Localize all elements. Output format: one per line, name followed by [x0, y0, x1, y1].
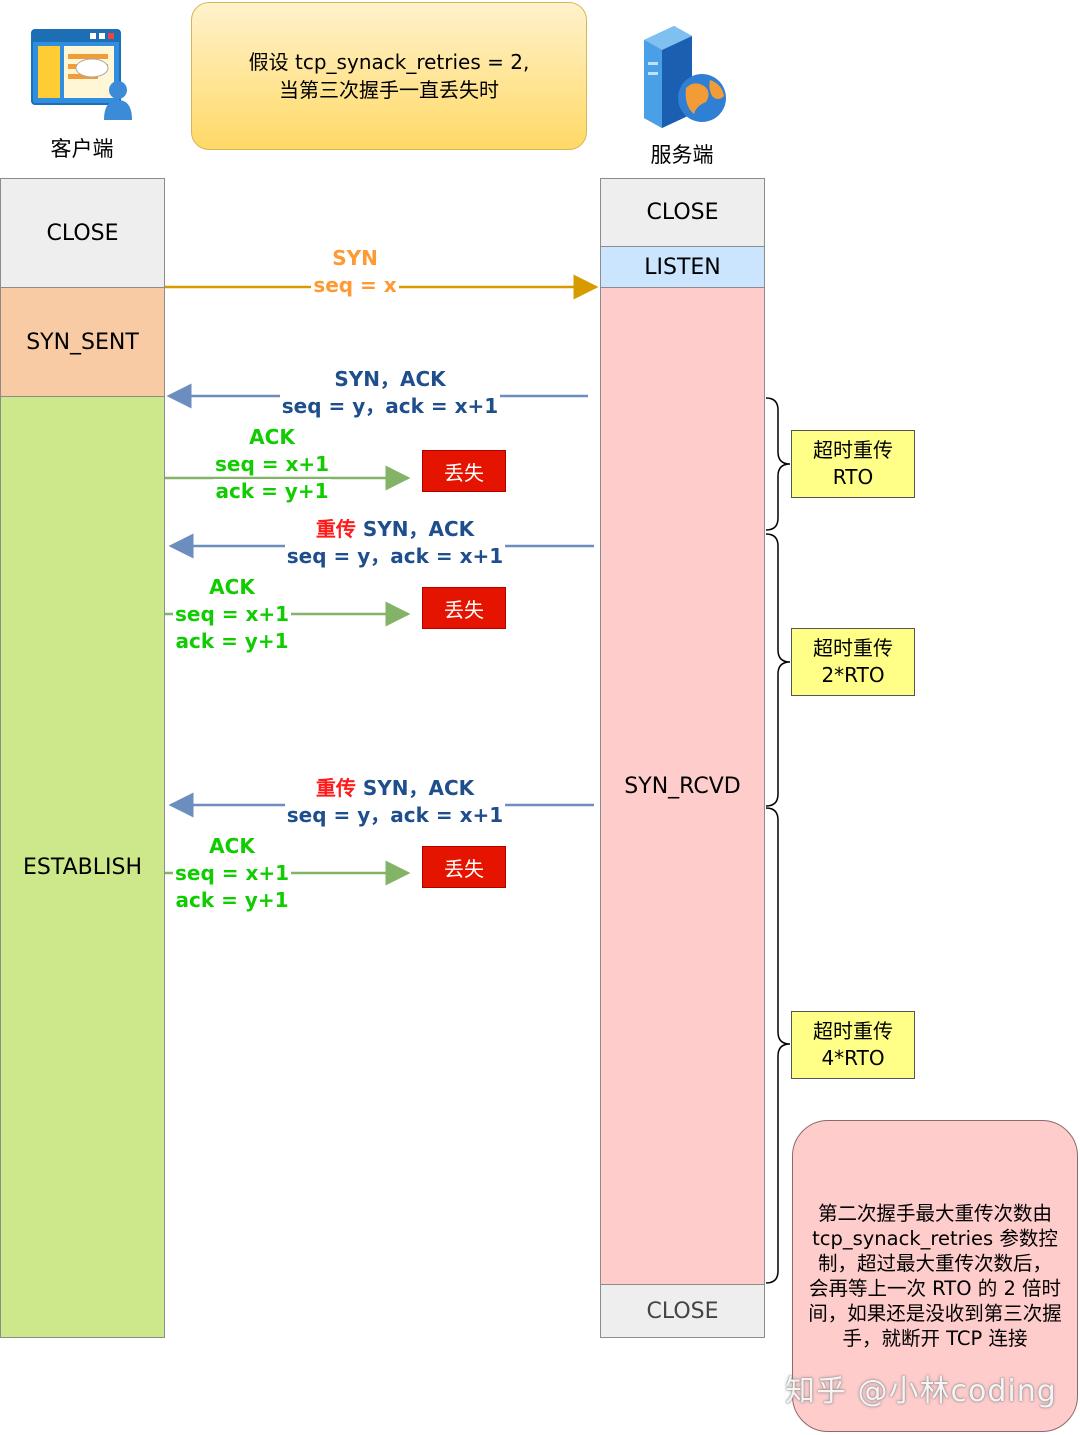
server-state-syn-rcvd: SYN_RCVD	[600, 287, 765, 1285]
retrans2-label-line1: SYN，ACK	[355, 776, 475, 800]
server-icon	[634, 22, 730, 130]
syn-label: SYN seq = x	[280, 245, 430, 299]
ack2-label: ACK seq = x+1 ack = y+1	[157, 574, 307, 655]
assumption-note: 假设 tcp_synack_retries = 2, 当第三次握手一直丢失时	[191, 2, 587, 150]
assumption-line1: 假设 tcp_synack_retries = 2,	[248, 50, 530, 74]
synack-label: SYN，ACK seq = y，ack = x+1	[270, 366, 510, 420]
ack3-label-line1: ACK	[209, 834, 255, 858]
retrans2-prefix: 重传	[315, 776, 356, 800]
summary-line2: tcp_synack_retries 参数控	[812, 1227, 1058, 1250]
timeout-box-rto: 超时重传 RTO	[791, 430, 915, 498]
timeout-rto-line1: 超时重传	[813, 438, 893, 462]
ack1-label: ACK seq = x+1 ack = y+1	[197, 424, 347, 505]
brace-rto	[765, 397, 791, 531]
timeout-4rto-line1: 超时重传	[813, 1019, 893, 1043]
summary-line3: 制，超过最大重传次数后，	[817, 1252, 1052, 1275]
ack2-label-line1: ACK	[209, 575, 255, 599]
synack-label-line1: SYN，ACK	[334, 367, 446, 391]
timeout-box-2rto: 超时重传 2*RTO	[791, 628, 915, 696]
ack1-label-line3: ack = y+1	[213, 479, 331, 503]
lost-badge-2: 丢失	[422, 587, 506, 629]
brace-4rto	[765, 807, 791, 1284]
summary-line5: 间，如果还是没收到第三次握	[808, 1302, 1062, 1325]
syn-label-line2: seq = x	[311, 273, 399, 297]
retrans1-label: 重传 SYN，ACK seq = y，ack = x+1	[275, 516, 515, 570]
retrans1-label-line2: seq = y，ack = x+1	[284, 544, 506, 568]
client-label: 客户端	[50, 137, 114, 161]
ack2-label-line2: seq = x+1	[172, 602, 292, 626]
synack-label-line2: seq = y，ack = x+1	[279, 394, 501, 418]
timeout-rto-line2: RTO	[832, 465, 874, 489]
ack3-label: ACK seq = x+1 ack = y+1	[157, 833, 307, 914]
retrans1-label-line1: SYN，ACK	[355, 517, 475, 541]
retrans2-label-line2: seq = y，ack = x+1	[284, 803, 506, 827]
syn-label-line1: SYN	[332, 246, 378, 270]
assumption-line2: 当第三次握手一直丢失时	[279, 78, 499, 102]
ack3-label-line2: seq = x+1	[172, 861, 292, 885]
retrans1-prefix: 重传	[315, 517, 356, 541]
summary-line4: 会再等上一次 RTO 的 2 倍时	[808, 1277, 1062, 1300]
ack2-label-line3: ack = y+1	[173, 629, 291, 653]
timeout-2rto-line1: 超时重传	[813, 636, 893, 660]
summary-note: 第二次握手最大重传次数由 tcp_synack_retries 参数控 制，超过…	[792, 1120, 1078, 1432]
brace-2rto	[765, 533, 791, 807]
client-icon	[30, 28, 134, 122]
timeout-2rto-line2: 2*RTO	[821, 663, 885, 687]
ack3-label-line3: ack = y+1	[173, 888, 291, 912]
ack1-label-line2: seq = x+1	[212, 452, 332, 476]
server-state-listen: LISTEN	[600, 246, 765, 288]
lost-badge-3: 丢失	[422, 846, 506, 888]
ack1-label-line1: ACK	[249, 425, 295, 449]
client-state-establish: ESTABLISH	[0, 396, 165, 1338]
lost-badge-1: 丢失	[422, 450, 506, 492]
watermark: 知乎 @小林coding	[785, 1374, 1057, 1409]
summary-line6: 手，就断开 TCP 连接	[842, 1327, 1028, 1350]
summary-line1: 第二次握手最大重传次数由	[817, 1202, 1052, 1225]
timeout-4rto-line2: 4*RTO	[821, 1046, 885, 1070]
server-state-close: CLOSE	[600, 178, 765, 247]
server-label: 服务端	[650, 143, 714, 167]
timeout-box-4rto: 超时重传 4*RTO	[791, 1011, 915, 1079]
retrans2-label: 重传 SYN，ACK seq = y，ack = x+1	[275, 775, 515, 829]
server-state-close-end: CLOSE	[600, 1284, 765, 1338]
client-state-close: CLOSE	[0, 178, 165, 288]
